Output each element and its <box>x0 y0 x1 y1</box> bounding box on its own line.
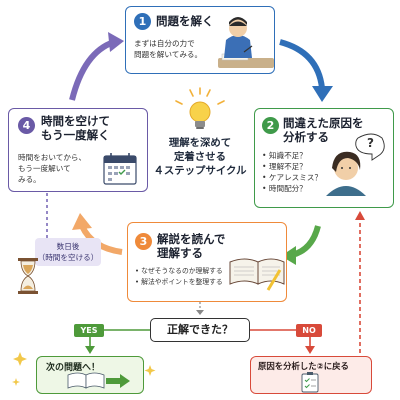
step1-desc-line1: まずは自分の力で <box>134 39 195 48</box>
step1-desc-line2: 問題を解いてみる。 <box>134 50 203 59</box>
center-title: 理解を深めて 定着させる ４ステップサイクル <box>150 136 250 178</box>
step4-desc-line1: 時間をおいてから、 <box>18 153 87 162</box>
no-branch-head <box>305 346 315 354</box>
step3-point-item: なぜそうなるのか理解する <box>135 266 223 277</box>
step4-title: 時間を空けて もう一度解く <box>41 114 110 142</box>
arrow-4-to-1 <box>69 39 116 101</box>
decision-box: 正解できた？ <box>150 318 250 342</box>
back-to-step2-label: 原因を分析した②に戻る <box>258 361 349 371</box>
step2-cause-item: ケアレスミス？ <box>262 172 322 183</box>
step3-point-item: 解法やポイントを整理する <box>135 277 223 288</box>
step2-cause-item: 時間配分？ <box>262 183 322 194</box>
step3-number-badge: 3 <box>135 233 152 250</box>
no-badge: NO <box>296 324 322 337</box>
step2-cause-list: 知識不足？ 理解不足？ ケアレスミス？ 時間配分？ <box>262 150 322 194</box>
sparkle-icon <box>12 352 156 386</box>
step2-number-badge: 2 <box>262 117 279 134</box>
step2-title: 間違えた原因を 分析する <box>283 116 364 144</box>
arrow-4-to-1-head <box>108 32 124 52</box>
step2-title-line1: 間違えた原因を <box>283 116 364 130</box>
yes-badge: YES <box>74 324 104 337</box>
next-problem-label: 次の問題へ！ <box>46 363 101 373</box>
center-title-line1: 理解を深めて <box>168 137 232 149</box>
arrow-3-to-4-head <box>72 213 92 230</box>
step4-description: 時間をおいてから、 もう一度解いて みる。 <box>18 152 86 185</box>
center-title-line2: 定着させる <box>174 151 226 163</box>
step2-cause-item: 理解不足？ <box>262 161 322 172</box>
question-mark-bubble: ? <box>367 136 374 150</box>
center-title-line3: ４ステップサイクル <box>153 165 247 177</box>
step4-desc-line2: もう一度解いて <box>18 164 71 173</box>
step1-number-badge: 1 <box>134 13 151 30</box>
arrow-1-to-2 <box>279 39 325 89</box>
arrow-2-to-3-head <box>281 246 296 265</box>
step3-point-list: なぜそうなるのか理解する 解法やポイントを整理する <box>135 266 223 288</box>
step1-title: 問題を解く <box>156 14 214 28</box>
days-later-label: 数日後 （時間を空ける） <box>35 238 101 266</box>
days-later-line1: 数日後 <box>56 242 80 251</box>
step4-desc-line3: みる。 <box>18 175 41 184</box>
step1-description: まずは自分の力で 問題を解いてみる。 <box>134 38 202 60</box>
step4-title-line1: 時間を空けて <box>41 114 110 128</box>
step3-title: 解説を読んで 理解する <box>157 232 225 260</box>
yes-branch-head <box>85 346 95 354</box>
arrow-1-to-2-head <box>312 86 333 102</box>
days-later-line2: （時間を空ける） <box>37 253 99 262</box>
step4-number-badge: 4 <box>18 117 35 134</box>
step4-title-line2: もう一度解く <box>41 128 110 142</box>
step2-title-line2: 分析する <box>283 130 329 144</box>
step3-title-line2: 理解する <box>157 246 203 260</box>
step2-cause-item: 知識不足？ <box>262 150 322 161</box>
no-return-head <box>355 211 365 220</box>
step3-title-line1: 解説を読んで <box>157 232 226 246</box>
